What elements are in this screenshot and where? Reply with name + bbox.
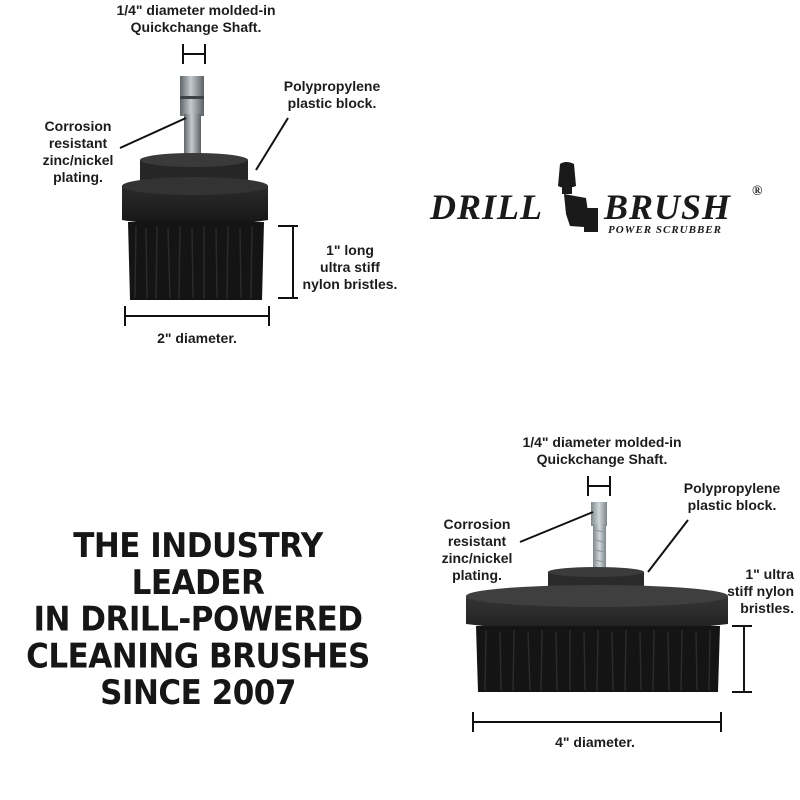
small-brush-bristle-label: 1" long ultra stiff nylon bristles.	[302, 242, 398, 292]
large-brush-hub-top	[548, 567, 644, 577]
small-brush-bristle-strands	[134, 225, 253, 300]
large-brush-shaft-texture	[594, 529, 605, 563]
large-brush-diameter-label: 4" diameter.	[555, 734, 635, 750]
small-brush-shaft-label: 1/4" diameter molded-in Quickchange Shaf…	[116, 2, 276, 35]
large-brush	[466, 476, 752, 732]
logo-word-drill: DRILL	[430, 187, 543, 227]
small-brush-shaft-dimension	[182, 44, 206, 64]
large-brush-bristle-label: 1" ultra stiff nylon bristles.	[727, 566, 794, 616]
small-brush-hub-top	[140, 153, 248, 167]
tagline: THE INDUSTRY LEADER IN DRILL-POWERED CLE…	[26, 526, 370, 713]
small-brush-shaft-stem	[184, 114, 201, 158]
large-brush-plating-leader	[519, 511, 594, 543]
large-brush-block-top	[466, 585, 728, 607]
large-brush-diameter-dimension	[472, 712, 722, 732]
large-brush-shaft-stem	[593, 524, 606, 570]
logo-subtitle: POWER SCRUBBER	[608, 224, 722, 236]
small-brush-shaft-groove	[180, 96, 204, 99]
large-brush-block-label: Polypropylene plastic block.	[683, 480, 781, 513]
large-brush-hex-shaft	[591, 502, 607, 526]
large-brush-bristle-dimension	[732, 625, 752, 693]
small-brush-block-leader	[255, 117, 289, 171]
small-brush-plating-leader	[119, 117, 187, 149]
large-brush-bristle-strands	[484, 629, 711, 692]
large-brush-shaft-label: 1/4" diameter molded-in Quickchange Shaf…	[522, 434, 682, 467]
small-brush-block-label: Polypropylene plastic block.	[283, 78, 381, 111]
large-brush-block-leader	[647, 519, 689, 573]
small-brush-bristles	[128, 222, 264, 300]
logo-registered-mark: ®	[752, 184, 763, 199]
small-brush-bristle-dimension	[278, 225, 298, 299]
large-brush-shaft-dimension	[587, 476, 611, 496]
small-brush-plating-label: Corrosion resistant zinc/nickel plating.	[42, 118, 114, 185]
small-brush	[119, 44, 298, 326]
large-brush-plating-label: Corrosion resistant zinc/nickel plating.	[441, 516, 513, 583]
small-brush-diameter-dimension	[124, 306, 270, 326]
small-brush-diameter-label: 2" diameter.	[157, 330, 237, 346]
small-brush-block-top	[122, 177, 268, 195]
logo-word-brush: BRUSH	[604, 187, 732, 227]
drill-brush-logo-icon	[558, 162, 598, 232]
